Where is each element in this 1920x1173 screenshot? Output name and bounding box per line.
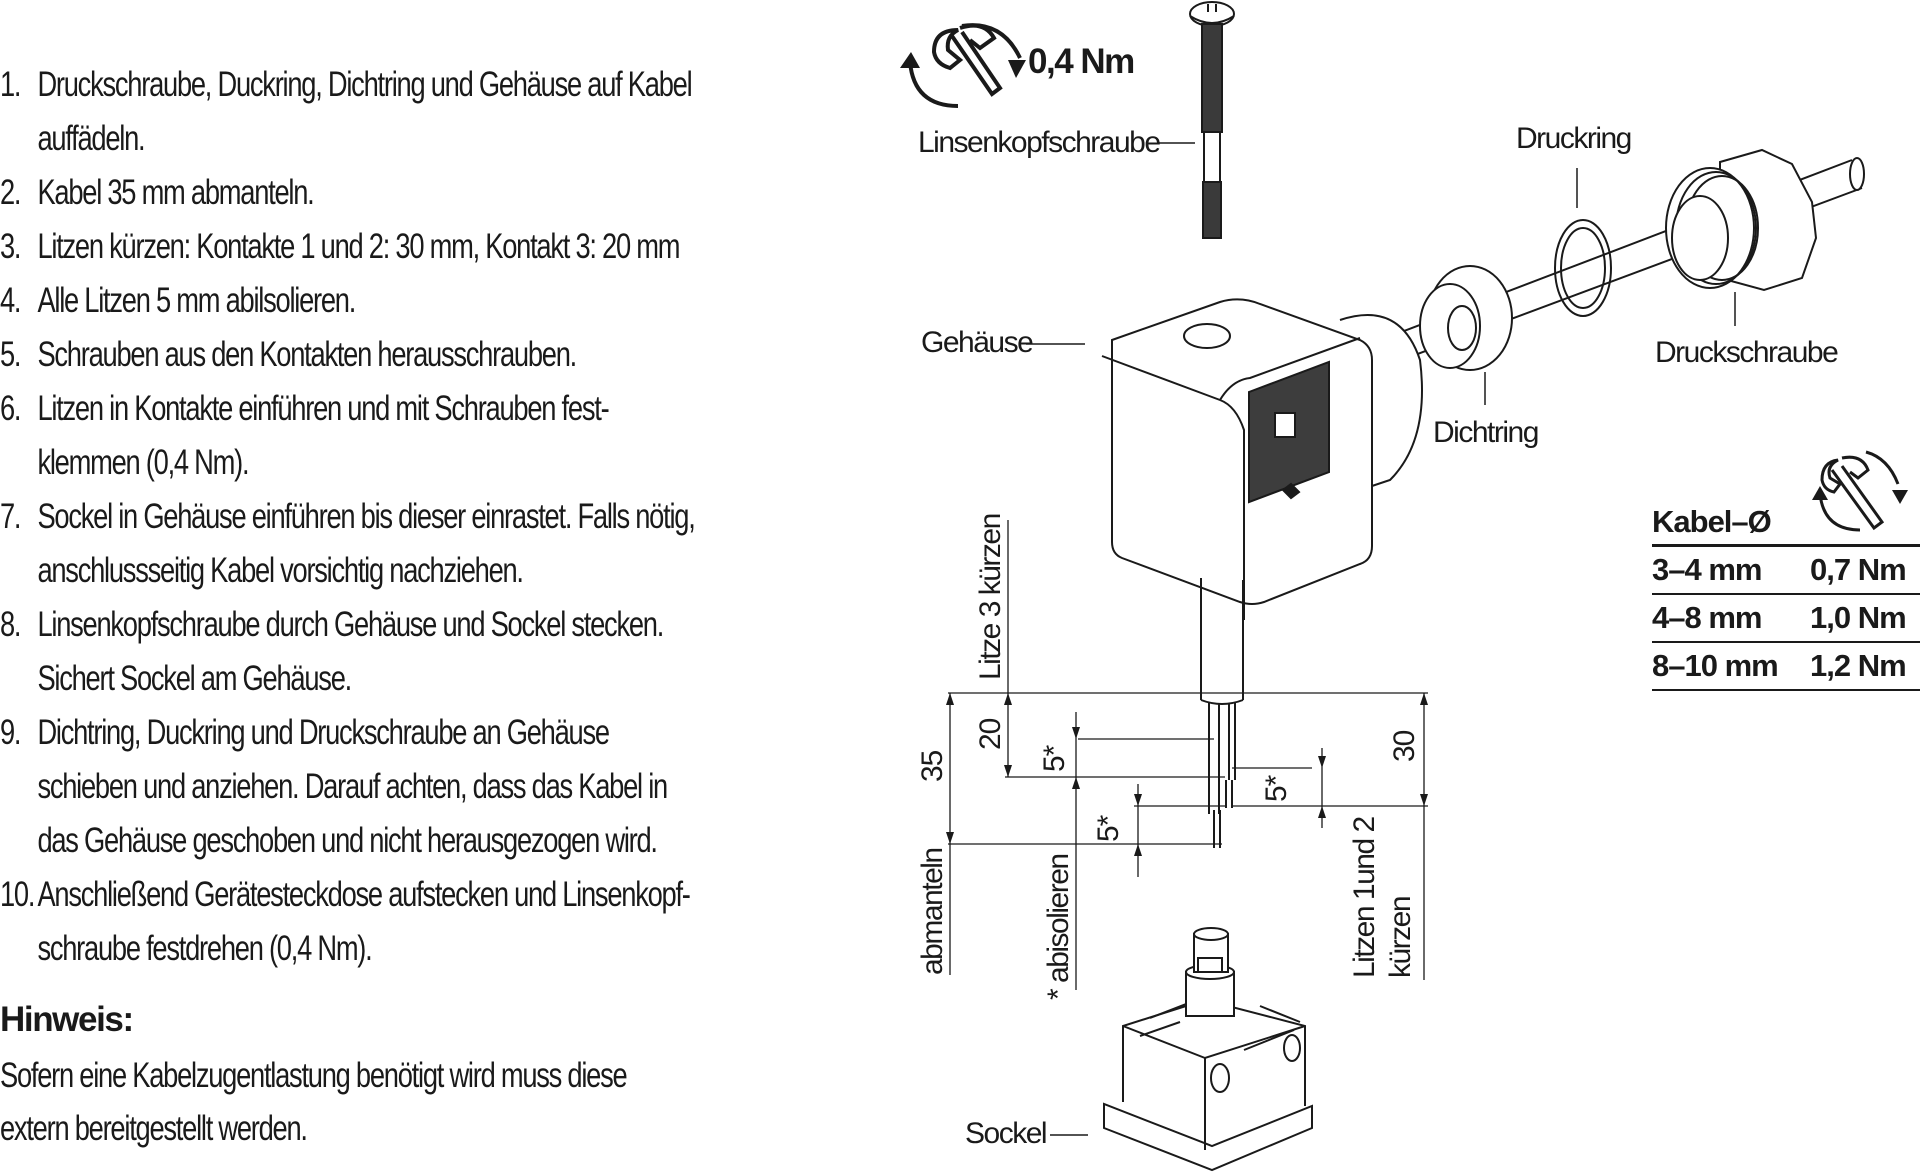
step-text: Anschließend Gerätesteckdose aufstecken …: [37, 875, 690, 914]
step-text: Sichert Sockel am Gehäuse.: [37, 659, 352, 698]
screw-torque-value: 0,4 Nm: [1028, 42, 1134, 81]
dim-20: 20: [974, 718, 1007, 750]
torque-value: 1,2 Nm: [1810, 648, 1907, 683]
seal-ring-label: Dichtring: [1433, 416, 1538, 449]
step-8: 8. Linsenkopfschraube durch Gehäuse und S…: [0, 598, 856, 706]
dimension-lines: [946, 520, 1428, 990]
step-text: auffädeln.: [37, 119, 145, 158]
step-number: 1.: [0, 65, 22, 104]
cable-diameter: 4–8 mm: [1652, 600, 1762, 635]
step-text: Alle Litzen 5 mm abilsolieren.: [37, 281, 356, 320]
wires12-label-line1: Litzen 1und 2: [1348, 817, 1381, 978]
dim-35: 35: [916, 750, 949, 782]
note-body: Sofern eine Kabelzugentlastung benötigt …: [0, 1049, 819, 1155]
step-text: Druckschraube, Duckring, Dichtring und G…: [37, 65, 692, 104]
step-text: klemmen (0,4 Nm).: [37, 443, 249, 482]
step-text: das Gehäuse geschoben und nicht herausge…: [37, 821, 658, 860]
torque-value: 1,0 Nm: [1810, 600, 1907, 635]
table-wrench-rotate-icon: [1812, 450, 1908, 532]
strip-sheath-label: abmanteln: [916, 848, 949, 975]
seal-ring: [1419, 265, 1513, 371]
insulation-label: * abisolieren: [1042, 854, 1075, 1000]
step-9: 9. Dichtring, Duckring und Druckschraube …: [0, 706, 856, 868]
step-number: 8.: [0, 605, 22, 644]
step-2: 2. Kabel 35 mm abmanteln.: [0, 166, 856, 220]
torque-table: Kabel–Ø 3–4 mm 0,7 Nm 4–8 mm 1,0 Nm 8–10…: [1652, 500, 1920, 691]
torque-table-row: 4–8 mm 1,0 Nm: [1652, 595, 1920, 643]
step-text: Linsenkopfschraube durch Gehäuse und Soc…: [37, 605, 664, 644]
step-number: 6.: [0, 389, 22, 428]
step-text: Schrauben aus den Kontakten herausschrau…: [37, 335, 577, 374]
step-number: 4.: [0, 281, 22, 320]
step-text: Kabel 35 mm abmanteln.: [37, 173, 314, 212]
assembly-steps-list: 1. Druckschraube, Duckring, Dichtring und…: [0, 58, 820, 976]
dim-5-lower: 5*: [1092, 814, 1125, 842]
cable-diameter: 3–4 mm: [1652, 552, 1762, 587]
step-number: 3.: [0, 227, 22, 266]
step-number: 7.: [0, 497, 22, 536]
pressure-ring-label: Druckring: [1516, 122, 1631, 155]
step-text: anschlussseitig Kabel vorsichtig nachzie…: [37, 551, 524, 590]
pressure-screw-label: Druckschraube: [1655, 336, 1838, 369]
step-6: 6. Litzen in Kontakte einführen und mit S…: [0, 382, 856, 490]
base-label: Sockel: [965, 1117, 1046, 1150]
dim-5-left: 5*: [1038, 744, 1071, 772]
step-4: 4. Alle Litzen 5 mm abilsolieren.: [0, 274, 856, 328]
pressure-screw: [1665, 148, 1818, 292]
step-number: 5.: [0, 335, 22, 374]
housing-label: Gehäuse: [921, 326, 1033, 359]
cable-diameter: 8–10 mm: [1652, 648, 1779, 683]
wrench-rotate-icon: [900, 23, 1026, 108]
screw-label: Linsenkopfschraube: [918, 126, 1160, 159]
step-number: 10.: [0, 875, 35, 914]
step-7: 7. Sockel in Gehäuse einführen bis dieser…: [0, 490, 856, 598]
step-5: 5. Schrauben aus den Kontakten herausschr…: [0, 328, 856, 382]
step-text: Litzen kürzen: Kontakte 1 und 2: 30 mm, …: [37, 227, 680, 266]
step-number: 2.: [0, 173, 22, 212]
step-text: schraube festdrehen (0,4 Nm).: [37, 929, 372, 968]
dim-5-right: 5*: [1260, 774, 1293, 802]
step-number: 9.: [0, 713, 22, 752]
step-1: 1. Druckschraube, Duckring, Dichtring und…: [0, 58, 856, 166]
lens-head-screw: [1189, 1, 1235, 239]
step-10: 10.Anschließend Gerätesteckdose aufsteck…: [0, 868, 856, 976]
step-3: 3. Litzen kürzen: Kontakte 1 und 2: 30 mm…: [0, 220, 856, 274]
housing: [1101, 298, 1423, 620]
base-socket: [1103, 927, 1313, 1172]
torque-table-row: 8–10 mm 1,2 Nm: [1652, 643, 1920, 691]
step-text: Litzen in Kontakte einführen und mit Sch…: [37, 389, 609, 428]
note-text: Sofern eine Kabelzugentlastung benötigt …: [0, 1056, 628, 1095]
torque-value: 0,7 Nm: [1810, 552, 1907, 587]
step-text: Sockel in Gehäuse einführen bis dieser e…: [37, 497, 695, 536]
torque-table-header: Kabel–Ø: [1652, 500, 1920, 547]
cable-stub: [1200, 578, 1244, 848]
dim-30: 30: [1388, 730, 1421, 762]
torque-table-row: 3–4 mm 0,7 Nm: [1652, 547, 1920, 595]
step-text: Dichtring, Duckring und Druckschraube an…: [37, 713, 610, 752]
dimension-texts: 35 20 5* 5* 5* 30 Litze 3 kürzen abmante…: [916, 514, 1421, 1000]
wires12-label-line2: kürzen: [1384, 897, 1417, 978]
pressure-ring: [1554, 219, 1612, 317]
note-title: Hinweis:: [0, 1000, 134, 1039]
note-text: extern bereitgestellt werden.: [0, 1109, 308, 1148]
wire3-label: Litze 3 kürzen: [974, 514, 1007, 680]
step-text: schieben und anziehen. Darauf achten, da…: [37, 767, 668, 806]
